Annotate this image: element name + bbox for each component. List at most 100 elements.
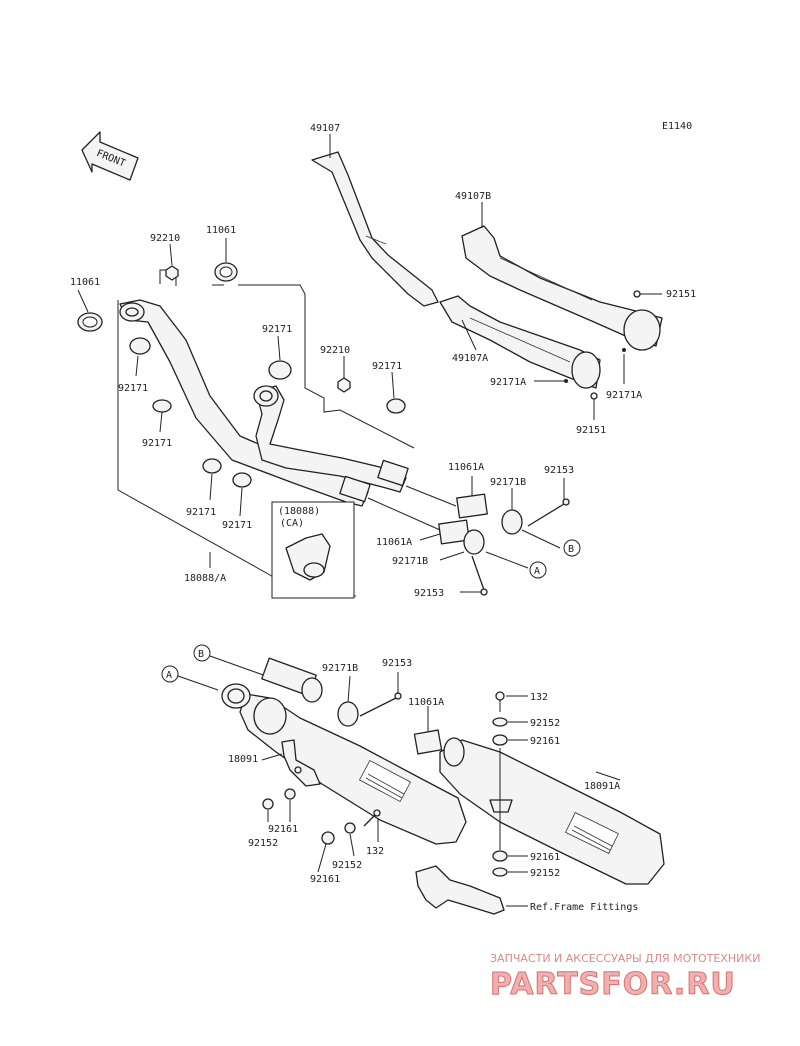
nut-92210-mid bbox=[337, 377, 351, 393]
label-92171-b: 92171 bbox=[372, 361, 402, 372]
label-18088-ref-line2: (CA) bbox=[280, 518, 304, 529]
washer-92152-left bbox=[262, 798, 274, 810]
label-92152-a: 92152 bbox=[530, 718, 560, 729]
label-92153-a: 92153 bbox=[544, 465, 574, 476]
label-92161-b: 92161 bbox=[268, 824, 298, 835]
heat-shield-49107A bbox=[439, 295, 601, 389]
svg-text:B: B bbox=[198, 649, 204, 660]
header-front-outlet bbox=[339, 475, 371, 503]
label-18088A: 18088/A bbox=[184, 573, 226, 584]
nut-92161-left bbox=[284, 788, 296, 800]
label-92151-a: 92151 bbox=[666, 289, 696, 300]
label-49107B: 49107B bbox=[455, 191, 491, 202]
nut-92161-lower bbox=[321, 831, 335, 845]
label-11061-a: 11061 bbox=[206, 225, 236, 236]
label-92152-d: 92152 bbox=[530, 868, 560, 879]
connector-a-top: A bbox=[529, 561, 547, 579]
clamp-92171-f bbox=[232, 472, 252, 488]
washer-92152-upper bbox=[492, 717, 508, 727]
label-92210-b: 92210 bbox=[320, 345, 350, 356]
label-92171B-a: 92171B bbox=[490, 477, 526, 488]
clamp-92171B-lower bbox=[463, 529, 485, 555]
label-11061-b: 11061 bbox=[70, 277, 100, 288]
label-18091: 18091 bbox=[228, 754, 258, 765]
nut-92161-upper bbox=[492, 734, 508, 746]
label-132-b: 132 bbox=[366, 846, 384, 857]
clamp-92171-a bbox=[129, 337, 151, 355]
label-92151-b: 92151 bbox=[576, 425, 606, 436]
svg-text:A: A bbox=[534, 566, 540, 577]
ca-model-inset bbox=[271, 501, 355, 599]
sleeve-11061A-bottom bbox=[413, 729, 443, 755]
screw-92151-upper bbox=[633, 290, 662, 298]
clamp-92171B-upper bbox=[501, 509, 523, 535]
sleeve-11061A-lower bbox=[438, 519, 470, 545]
label-92171-a: 92171 bbox=[262, 324, 292, 335]
label-132-a: 132 bbox=[530, 692, 548, 703]
bolt-92153-lower bbox=[471, 555, 488, 596]
muffler-18091 bbox=[221, 683, 467, 845]
label-92153-c: 92153 bbox=[382, 658, 412, 669]
label-92171B-c: 92171B bbox=[322, 663, 358, 674]
clamp-92171-b bbox=[152, 399, 172, 413]
label-92171-f: 92171 bbox=[222, 520, 252, 531]
label-92171A-a: 92171A bbox=[490, 377, 526, 388]
muffler-18091A bbox=[439, 737, 665, 885]
label-ref-frame-fittings: Ref.Frame Fittings bbox=[530, 902, 638, 913]
label-11061A-c: 11061A bbox=[408, 697, 444, 708]
connector-a-bottom: A bbox=[161, 665, 179, 683]
clamp-92171-c bbox=[268, 360, 292, 380]
label-18091A: 18091A bbox=[584, 781, 620, 792]
screw-92151-lower bbox=[590, 392, 598, 420]
heat-shield-49107 bbox=[311, 151, 439, 307]
label-92153-b: 92153 bbox=[414, 588, 444, 599]
muffler-inlet-tube bbox=[253, 657, 323, 735]
assembly-outline-mid bbox=[238, 284, 415, 449]
clamp-92171B-bottom bbox=[337, 701, 359, 727]
clamp-92171-e bbox=[202, 458, 222, 474]
label-18088-ref-line1: (18088) bbox=[278, 506, 320, 517]
label-11061A-a: 11061A bbox=[448, 462, 484, 473]
sleeve-11061A-upper bbox=[456, 493, 488, 519]
bolt-92153-bottom bbox=[359, 692, 402, 717]
clamp-92171A-right bbox=[622, 348, 626, 352]
label-92161-c: 92161 bbox=[530, 852, 560, 863]
label-92171-c: 92171 bbox=[118, 383, 148, 394]
muffler-mount-tab bbox=[489, 799, 513, 813]
frame-fitting-bracket bbox=[415, 865, 505, 915]
label-92152-c: 92152 bbox=[332, 860, 362, 871]
label-49107A: 49107A bbox=[452, 353, 488, 364]
label-92152-b: 92152 bbox=[248, 838, 278, 849]
label-92171A-b: 92171A bbox=[606, 390, 642, 401]
label-92171-d: 92171 bbox=[142, 438, 172, 449]
label-92171-e: 92171 bbox=[186, 507, 216, 518]
svg-text:B: B bbox=[568, 544, 574, 555]
label-92161-a: 92161 bbox=[530, 736, 560, 747]
watermark-logo: PARTSFOR.RU bbox=[490, 967, 736, 1002]
diagram-code: E1140 bbox=[662, 121, 692, 132]
label-92210-a: 92210 bbox=[150, 233, 180, 244]
label-11061A-b: 11061A bbox=[376, 537, 412, 548]
washer-92152-lower bbox=[344, 822, 356, 834]
connector-b-top: B bbox=[563, 539, 581, 557]
header-pipe-rear bbox=[253, 385, 407, 493]
nut-92161-right-lower bbox=[492, 850, 508, 862]
nut-92210-top bbox=[165, 265, 179, 281]
header-rear-outlet bbox=[377, 459, 409, 487]
washer-92152-right-lower bbox=[492, 867, 508, 877]
bolt-132-upper bbox=[495, 691, 505, 701]
clamp-92171-d bbox=[386, 398, 406, 414]
muffler-bracket-left bbox=[281, 739, 321, 787]
connector-b-bottom: B bbox=[193, 644, 211, 662]
bolt-92153-upper bbox=[527, 498, 570, 527]
label-92161-d: 92161 bbox=[310, 874, 340, 885]
bolt-132-lower bbox=[363, 809, 381, 827]
clamp-92171A-left bbox=[564, 379, 568, 383]
front-direction-arrow: FRONT bbox=[81, 131, 139, 181]
svg-text:A: A bbox=[166, 670, 172, 681]
label-49107: 49107 bbox=[310, 123, 340, 134]
heat-shield-49107B bbox=[461, 225, 663, 351]
watermark-tagline: ЗАПЧАСТИ И АКСЕССУАРЫ ДЛЯ МОТОТЕХНИКИ bbox=[490, 952, 760, 965]
label-92171B-b: 92171B bbox=[392, 556, 428, 567]
